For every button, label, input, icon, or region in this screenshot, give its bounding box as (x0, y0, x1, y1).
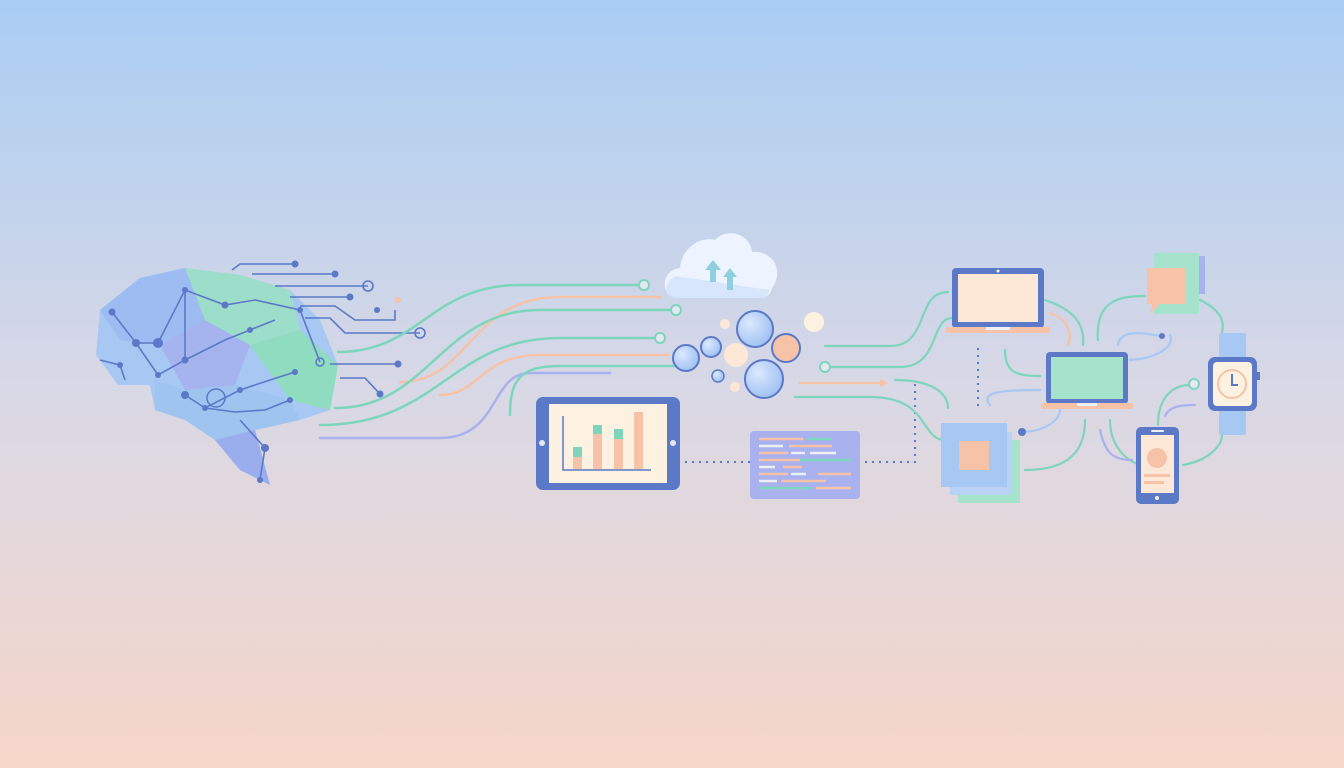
laptop-icon (1041, 352, 1133, 409)
data-flow-lines (318, 283, 692, 440)
smartwatch-icon (1208, 333, 1260, 435)
code-card-icon (750, 431, 860, 499)
cloud-upload-icon (664, 233, 778, 298)
data-bubbles-icon (672, 310, 824, 399)
dotted-connector (865, 380, 916, 463)
card-stack-icon (941, 423, 1020, 503)
brain-network-icon (96, 268, 338, 485)
smartphone-icon (1136, 427, 1179, 504)
device-flow-lines (793, 290, 1224, 472)
tablet-chart-icon (536, 397, 680, 490)
laptop-icon (946, 268, 1050, 333)
brain-connector-lines (231, 263, 420, 395)
chat-bubble-icon (1147, 253, 1205, 314)
